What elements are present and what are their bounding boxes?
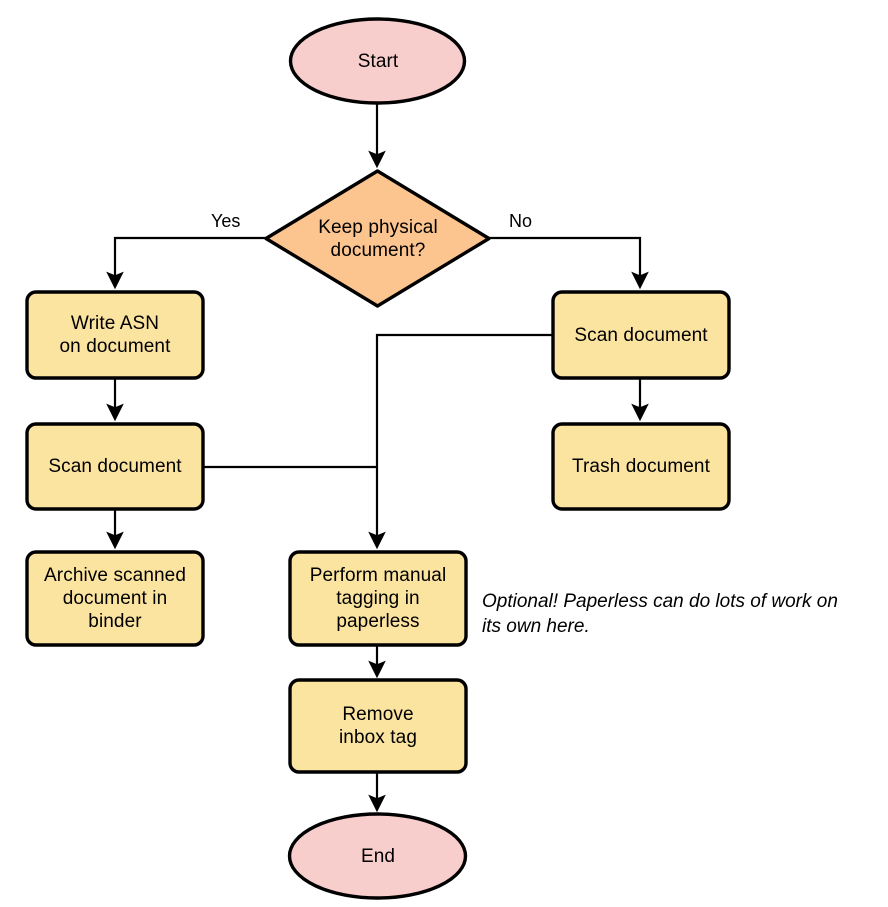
node-archive-shape[interactable] — [25, 550, 205, 647]
node-decision-shape[interactable] — [264, 169, 491, 308]
node-scan-right-shape[interactable] — [551, 290, 731, 380]
node-manual-tagging-shape[interactable] — [288, 550, 468, 647]
node-remove-inbox-shape[interactable] — [288, 678, 468, 774]
edge-label-yes: Yes — [211, 211, 241, 231]
nodes-group — [25, 17, 731, 900]
node-end-shape[interactable] — [287, 812, 468, 900]
edge-decision-to-write-asn — [106, 236, 266, 290]
edge-label-no: No — [509, 211, 533, 231]
node-write-asn-shape[interactable] — [25, 290, 205, 380]
node-trash-shape[interactable] — [551, 422, 731, 511]
edges-group — [106, 103, 649, 813]
node-scan-left-shape[interactable] — [25, 422, 205, 511]
edge-scan-right-to-manual-tagging — [368, 333, 552, 550]
optional-note: Optional! Paperless can do lots of work … — [482, 591, 838, 637]
edge-decision-to-scan-right — [489, 236, 649, 290]
node-start-shape[interactable] — [288, 17, 467, 105]
